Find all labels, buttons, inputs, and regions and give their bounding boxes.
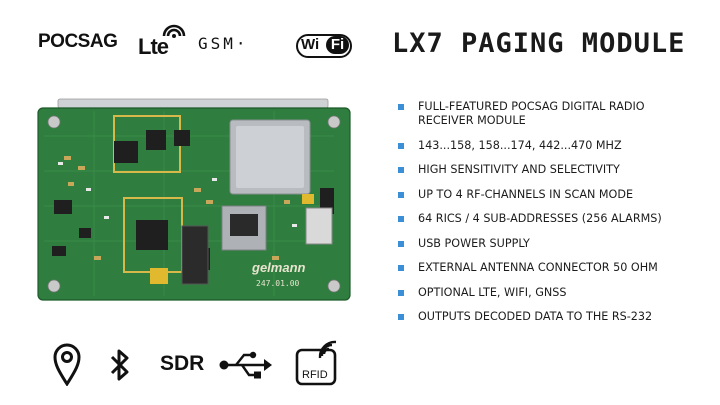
bullet-icon <box>398 265 404 271</box>
feature-item: EXTERNAL ANTENNA CONNECTOR 50 OHM <box>398 261 698 275</box>
feature-list: FULL-FEATURED POCSAG DIGITAL RADIO RECEI… <box>398 100 698 335</box>
pocsag-logo: POCSAG <box>38 31 118 52</box>
wifi-logo: Wi Fi <box>296 28 354 58</box>
feature-item: FULL-FEATURED POCSAG DIGITAL RADIO RECEI… <box>398 100 698 128</box>
board-brand-label: gelmann <box>251 260 306 275</box>
bluetooth-icon <box>110 349 129 381</box>
feature-item: USB POWER SUPPLY <box>398 237 698 251</box>
feature-item: OUTPUTS DECODED DATA TO THE RS-232 <box>398 310 698 324</box>
feature-item: OPTIONAL LTE, WIFI, GNSS <box>398 286 698 300</box>
feature-item: UP TO 4 RF-CHANNELS IN SCAN MODE <box>398 188 698 202</box>
page-title: LX7 PAGING MODULE <box>392 28 686 59</box>
bullet-icon <box>398 216 404 222</box>
bullet-icon <box>398 191 404 198</box>
feature-icons-row: SDR RFID <box>50 340 360 390</box>
feature-item: 64 RICS / 4 SUB-ADDRESSES (256 ALARMS) <box>398 212 698 226</box>
rfid-icon: RFID <box>295 340 337 386</box>
lte-logo: Lte <box>138 22 190 62</box>
gsm-logo: GSM· <box>198 34 249 53</box>
location-pin-icon <box>53 343 81 386</box>
lte-signal-icon <box>162 24 186 38</box>
usb-icon <box>219 351 272 379</box>
rfid-label: RFID <box>302 369 328 381</box>
board-code-label: 247.01.00 <box>256 279 300 288</box>
bullet-icon <box>398 142 404 149</box>
sdr-label: SDR <box>160 352 205 375</box>
bullet-icon <box>398 240 404 247</box>
bullet-icon <box>398 104 404 110</box>
technology-logos: POCSAG Lte GSM· Wi Fi <box>38 18 358 64</box>
feature-item: HIGH SENSITIVITY AND SELECTIVITY <box>398 163 698 177</box>
bullet-icon <box>398 289 404 296</box>
module-board-image: gelmann 247.01.00 <box>34 96 354 316</box>
bullet-icon <box>398 314 404 320</box>
bullet-icon <box>398 167 404 173</box>
feature-item: 143...158, 158...174, 442...470 MHZ <box>398 139 698 153</box>
